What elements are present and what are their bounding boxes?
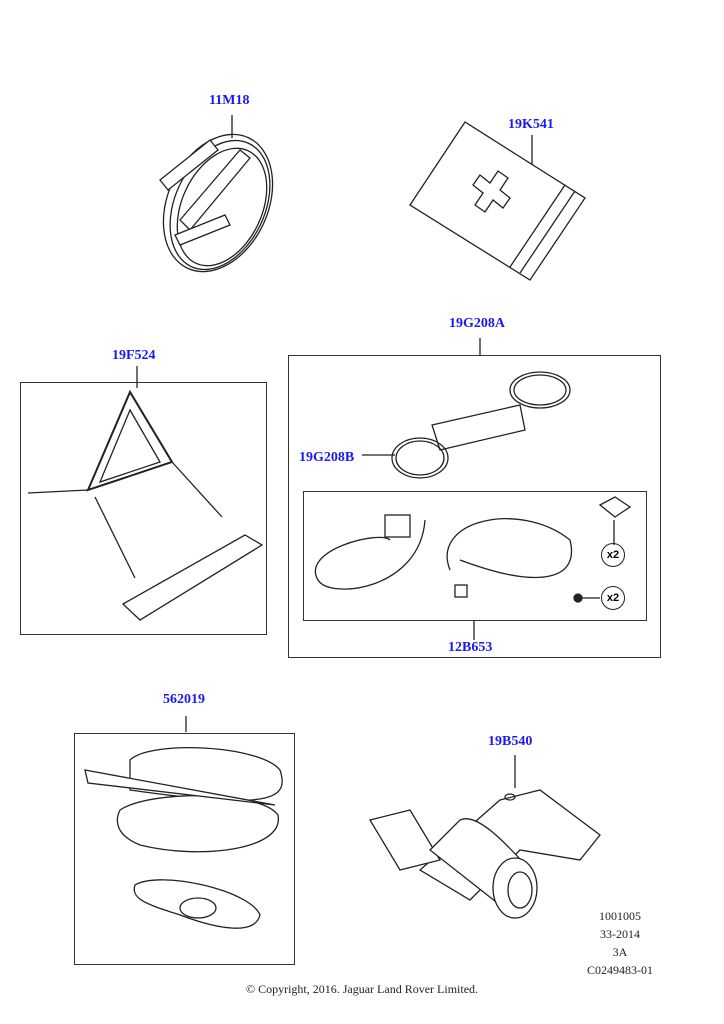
reference-line-4: C0249483-01 — [587, 963, 653, 977]
first-aid-kit-illustration — [409, 121, 586, 281]
reference-line-3: 3A — [612, 945, 628, 959]
quantity-badge: x2 — [601, 586, 625, 610]
triangle-kit-frame — [20, 382, 267, 635]
remote-cover-illustration — [84, 716, 283, 929]
charger-illustration — [314, 338, 632, 640]
part-label-19G208B[interactable]: 19G208B — [299, 450, 355, 465]
part-label-562019[interactable]: 562019 — [163, 692, 205, 707]
part-label-19B540[interactable]: 19B540 — [488, 734, 533, 749]
quantity-badge: x2 — [601, 543, 625, 567]
remote-cover-kit-frame — [74, 733, 295, 965]
reference-block: 1001005 33-2014 3A C0249483-01 — [570, 907, 670, 979]
part-label-12B653[interactable]: 12B653 — [448, 640, 493, 655]
charger-kit-frame — [288, 355, 661, 658]
copyright-text: © Copyright, 2016. Jaguar Land Rover Lim… — [245, 982, 479, 996]
harness-kit-frame — [303, 491, 647, 621]
warning-triangle-illustration — [27, 366, 264, 621]
part-label-19F524[interactable]: 19F524 — [112, 348, 156, 363]
part-label-19G208A[interactable]: 19G208A — [449, 316, 505, 331]
part-label-19K541[interactable]: 19K541 — [508, 117, 554, 132]
reference-line-2: 33-2014 — [600, 927, 640, 941]
jump-leads-illustration — [159, 115, 274, 273]
extinguisher-illustration — [368, 755, 601, 919]
reference-line-1: 1001005 — [599, 909, 641, 923]
part-label-11M18[interactable]: 11M18 — [209, 93, 250, 108]
